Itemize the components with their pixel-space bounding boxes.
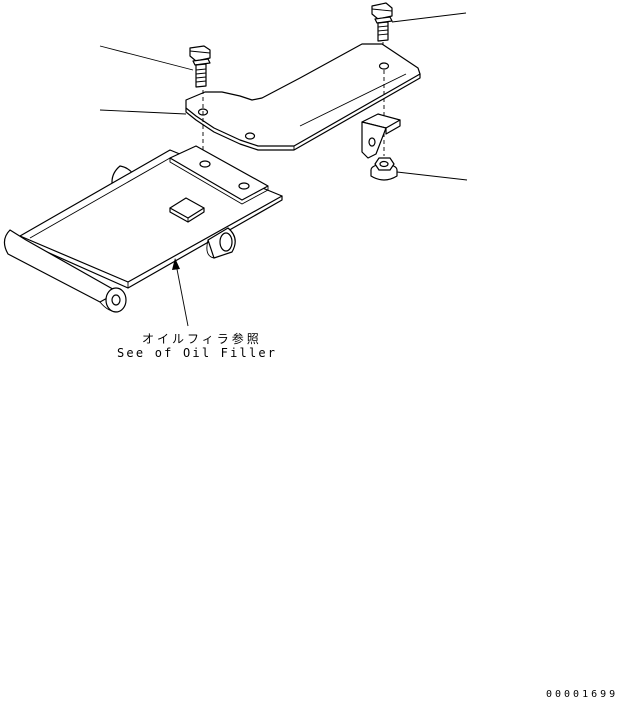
leader-line-left-bolt [99, 45, 194, 71]
filler-assembly [3, 145, 283, 313]
note-japanese-label: オイルフィラ参照 [142, 332, 262, 346]
flange-nut [370, 157, 398, 181]
bracket-plate [185, 43, 421, 151]
leader-line-bracket [99, 109, 187, 115]
leader-line-top-right-bolt [391, 12, 467, 23]
reference-arrow [172, 258, 189, 327]
angle-bracket [361, 113, 401, 159]
drawing-number: 00001699 [546, 689, 619, 700]
leader-line-nut [396, 171, 468, 181]
bolt-left [189, 45, 211, 88]
note-english-label: See of Oil Filler [117, 346, 278, 360]
